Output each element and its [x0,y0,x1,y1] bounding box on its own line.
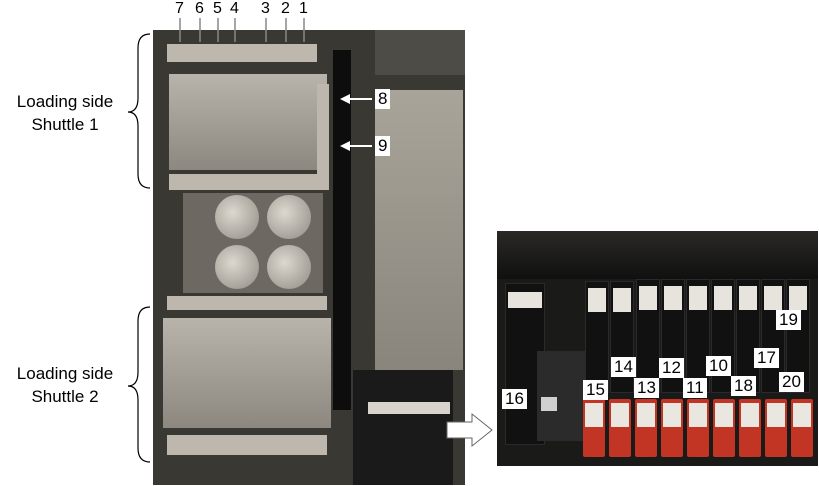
callout-11: 11 [683,378,707,398]
callout-10: 10 [706,356,731,376]
shuttle2-label-line2: Shuttle 2 [31,387,99,406]
zoom-cables [497,231,818,279]
zoom-red-tab-4 [661,399,683,457]
top-pin-lines [179,18,305,42]
shuttle1-side-rail [317,84,329,184]
zoom-cartridge-1 [585,281,609,393]
shuttle1-top-rail [167,44,317,62]
zoom-cartridge-photo [497,231,818,466]
zoom-rj45-port [541,397,557,411]
shuttle2-label-line1: Loading side [16,364,114,383]
top-number-4: 4 [230,0,239,17]
zoom-red-tab-9 [791,399,813,457]
top-number-3: 3 [261,0,270,17]
arrow-9 [340,141,372,151]
zoom-arrow-icon [446,412,493,448]
shuttle2-top-rail [167,296,327,310]
top-number-2: 2 [281,0,290,17]
connector-row [368,402,450,414]
zoom-red-tab-8 [765,399,787,457]
shuttle1-brace [127,33,151,189]
top-number-6: 6 [195,0,204,17]
shuttle2-plate [163,318,331,428]
callout-17: 17 [754,348,779,368]
zoom-red-tab-1 [583,399,605,457]
disc-4 [267,245,311,289]
callout-14: 14 [611,357,636,377]
callout-8: 8 [375,89,391,109]
shuttle1-label: Loading side Shuttle 1 [0,90,130,136]
zoom-connector-block [537,351,587,441]
arrow-8 [340,94,372,104]
zoom-cartridge-3 [636,279,660,393]
zoom-cartridge-7 [736,279,760,393]
connector-strip [353,370,453,485]
zoom-red-tab-5 [687,399,709,457]
zoom-red-tab-3 [635,399,657,457]
disc-3 [215,245,259,289]
callout-9: 9 [375,136,391,156]
disc-1 [215,195,259,239]
shuttle1-plate [169,74,327,170]
callout-18: 18 [731,376,756,396]
top-number-7: 7 [175,0,184,17]
shuttle2-brace [127,306,151,463]
callout-12: 12 [659,358,684,378]
shuttle1-label-line1: Loading side [16,92,114,111]
disc-2 [267,195,311,239]
top-number-5: 5 [213,0,222,17]
shuttle1-label-line2: Shuttle 1 [31,115,99,134]
callout-20: 20 [779,372,804,392]
shuttle2-bottom-rail [167,435,327,455]
zoom-red-tab-2 [609,399,631,457]
cable-bundle [333,50,351,410]
callout-13: 13 [634,378,659,398]
shuttle1-bottom-rail [169,174,329,190]
callout-16: 16 [502,389,527,409]
callout-19: 19 [776,310,801,330]
zoom-red-tab-6 [713,399,735,457]
shuttle2-label: Loading side Shuttle 2 [0,362,130,408]
zoom-cartridge-9 [786,279,810,393]
top-number-1: 1 [299,0,308,17]
zoom-red-tab-7 [739,399,761,457]
top-right-box [375,30,465,75]
main-equipment-photo [153,30,465,485]
callout-15: 15 [583,380,608,400]
